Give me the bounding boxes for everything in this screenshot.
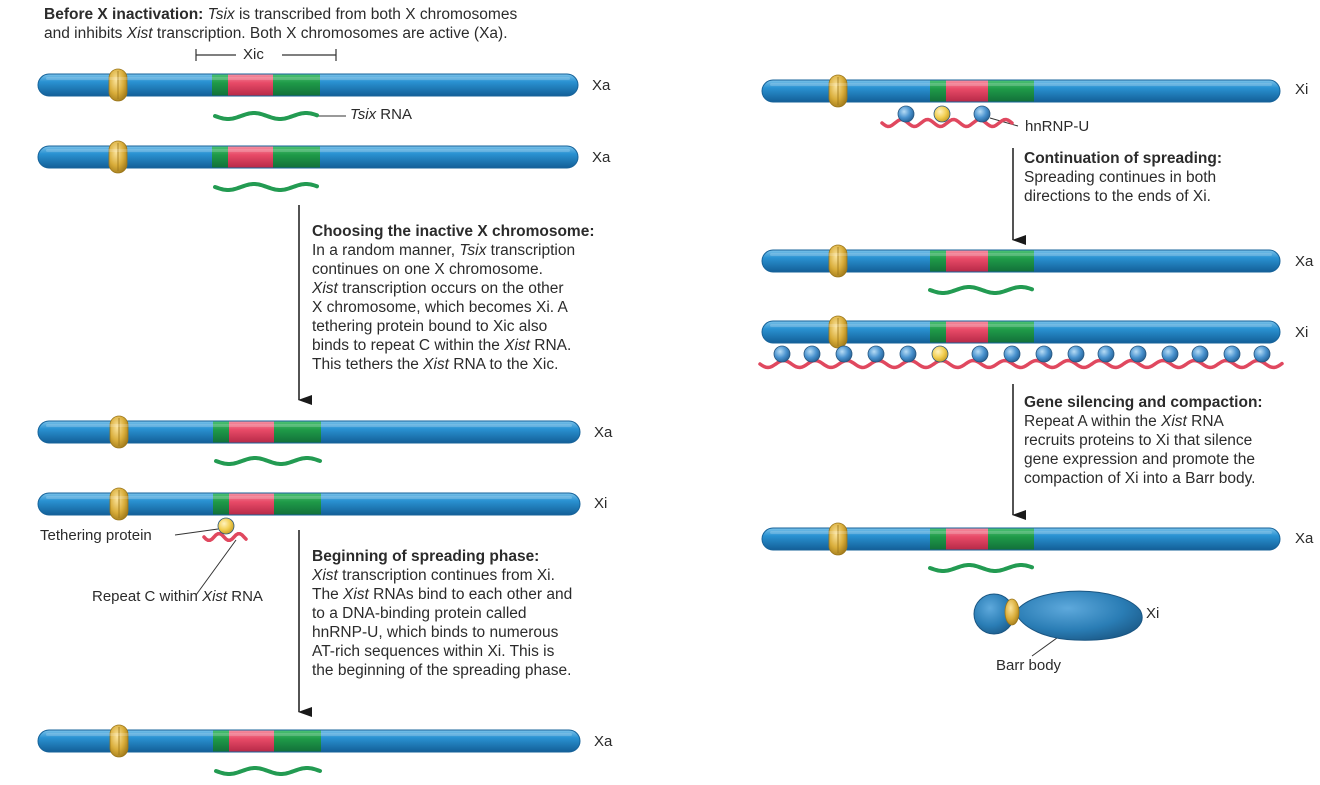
- hnrnp-u: [1067, 345, 1085, 363]
- chrom-label-right-2: Xa: [1295, 253, 1314, 270]
- hnrnp-u-label: hnRNP-U: [1025, 118, 1090, 135]
- tethering-pointer: [174, 528, 219, 536]
- xic-green-band: [930, 80, 946, 102]
- xic-green-band: [213, 421, 229, 443]
- xic-green-band: [988, 80, 1034, 102]
- xic-green-band: [212, 146, 228, 168]
- tsix-rna-1: [213, 111, 319, 121]
- tsix-rna-right-2: [928, 285, 1034, 295]
- xic-green-band: [930, 528, 946, 550]
- chromosome-xi-right-1: [761, 74, 1281, 108]
- tsix-rna-4: [214, 766, 322, 776]
- hnrnp-u: [1035, 345, 1053, 363]
- hnrnp-u: [867, 345, 885, 363]
- hnrnp-u: [803, 345, 821, 363]
- hnrnp-u: [773, 345, 791, 363]
- tsix-rna-right-4: [928, 563, 1034, 573]
- xic-bracket: [195, 49, 337, 61]
- barr-xi-label: Xi: [1146, 605, 1160, 622]
- xist-pink-band: [946, 528, 988, 550]
- chrom-label-left-3: Xa: [594, 424, 613, 441]
- chrom-label-right-4: Xa: [1295, 530, 1314, 547]
- tsix-rna-label: Tsix RNA: [350, 106, 412, 123]
- xist-pink-band: [228, 146, 273, 168]
- xist-pink-band: [229, 421, 274, 443]
- chrom-label-right-1: Xi: [1295, 81, 1309, 98]
- hnrnp-u: [897, 105, 915, 123]
- hnrnp-u: [1097, 345, 1115, 363]
- silencing-caption: Gene silencing and compaction: Repeat A …: [1024, 394, 1263, 487]
- repeatc-pointer: [195, 539, 237, 596]
- choosing-caption: Choosing the inactive X chromosome: In a…: [312, 223, 595, 373]
- xist-pink-band: [946, 250, 988, 272]
- repeat-c-label: Repeat C within Xist RNA: [92, 588, 263, 605]
- tethering-protein: [933, 105, 951, 123]
- hnrnp-u: [973, 105, 991, 123]
- hnrnp-pointer: [989, 117, 1019, 127]
- xic-green-band: [988, 321, 1034, 343]
- spreading-caption: Beginning of spreading phase: Xist trans…: [312, 548, 573, 679]
- pointer-lines: [174, 115, 1069, 657]
- tethering-protein: [931, 345, 949, 363]
- chrom-label-left-5: Xa: [594, 733, 613, 750]
- xic-green-band: [930, 321, 946, 343]
- chrom-label-right-3: Xi: [1295, 324, 1309, 341]
- xic-green-band: [212, 74, 228, 96]
- chromosome-xa-top-1: [37, 68, 579, 102]
- chromosome-xa-right-4: [761, 522, 1281, 556]
- xist-pink-band: [228, 74, 273, 96]
- xic-green-band: [988, 250, 1034, 272]
- xist-pink-band: [229, 730, 274, 752]
- tethering-protein: [217, 517, 235, 535]
- xist-pink-band: [229, 493, 274, 515]
- xic-green-band: [213, 493, 229, 515]
- xic-label: Xic: [243, 46, 264, 63]
- barr-body: [973, 590, 1143, 641]
- chrom-label-left-2: Xa: [592, 149, 611, 166]
- hnrnp-u: [1161, 345, 1179, 363]
- xic-green-band: [274, 493, 321, 515]
- xist-pink-band: [946, 321, 988, 343]
- chromosome-xa-choose: [37, 415, 581, 449]
- hnrnp-u: [971, 345, 989, 363]
- hnrnp-u: [1129, 345, 1147, 363]
- xic-green-band: [273, 146, 320, 168]
- continuation-caption: Continuation of spreading: Spreading con…: [1024, 150, 1223, 205]
- chrom-label-left-4: Xi: [594, 495, 608, 512]
- chrom-label-left-1: Xa: [592, 77, 611, 94]
- barr-body-label: Barr body: [996, 657, 1062, 674]
- xic-green-band: [273, 74, 320, 96]
- tethering-protein-label: Tethering protein: [40, 527, 152, 544]
- xist-rna-right-3: [758, 358, 1284, 370]
- chromosome-xa-bottom: [37, 724, 581, 758]
- hnrnp-u: [1191, 345, 1209, 363]
- arrows: [298, 148, 1026, 717]
- tsix-rna-3: [214, 456, 322, 466]
- chromosome-xi-choose: [37, 487, 581, 521]
- hnrnp-u: [899, 345, 917, 363]
- before-caption: Before X inactivation: Tsix is transcrib…: [44, 6, 518, 42]
- tsix-rna-2: [213, 182, 319, 192]
- chromosome-xa-top-2: [37, 140, 579, 174]
- xic-green-band: [988, 528, 1034, 550]
- xic-green-band: [274, 730, 321, 752]
- hnrnp-u: [835, 345, 853, 363]
- xist-rna-repeat-c: [202, 531, 248, 543]
- xist-pink-band: [946, 80, 988, 102]
- hnrnp-u: [1003, 345, 1021, 363]
- hnrnp-u: [1223, 345, 1241, 363]
- hnrnp-u: [1253, 345, 1271, 363]
- chromosome-xa-right-2: [761, 244, 1281, 278]
- xic-green-band: [213, 730, 229, 752]
- xic-green-band: [930, 250, 946, 272]
- xic-green-band: [274, 421, 321, 443]
- chromosome-xi-right-3: [761, 315, 1281, 349]
